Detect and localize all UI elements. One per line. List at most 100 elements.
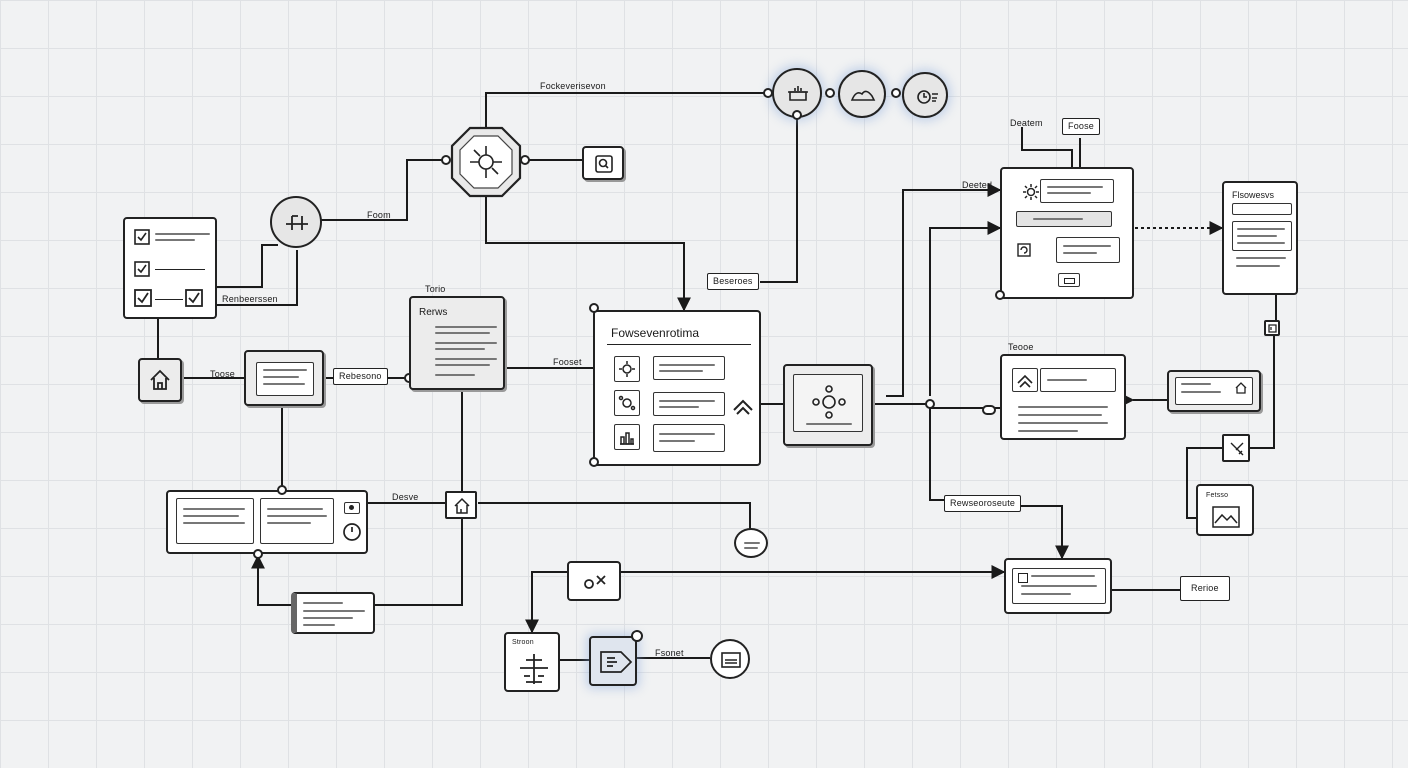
home-node[interactable]	[138, 358, 182, 402]
document-panel-title: Rerws	[419, 307, 448, 318]
small-toggle-node[interactable]	[1264, 320, 1280, 336]
main-panel-title: Fowsevenrotima	[611, 326, 700, 340]
square-bullet-icon	[1018, 573, 1028, 583]
far-right-form-card[interactable]: Flsowesvs	[1222, 181, 1298, 295]
text-line	[1063, 252, 1097, 254]
text-line	[303, 624, 335, 626]
connector-dot	[925, 399, 935, 409]
bottom-right-card[interactable]	[1004, 558, 1112, 614]
link-node[interactable]	[567, 561, 621, 601]
search-badge-icon	[595, 155, 613, 173]
image-card[interactable]: Fetsso	[1196, 484, 1254, 536]
lower-left-card[interactable]	[166, 490, 368, 554]
connector-dot	[792, 110, 802, 120]
refresh-icon[interactable]	[1017, 243, 1031, 257]
text-line	[303, 602, 343, 604]
home-icon	[148, 368, 172, 392]
checkbox-icon[interactable]	[134, 261, 150, 277]
connector-dot	[891, 88, 901, 98]
divider	[155, 269, 205, 270]
bottom-right-tag[interactable]: Rerioe	[1180, 576, 1230, 601]
settings-mini-card[interactable]	[582, 146, 624, 180]
checkbox-icon[interactable]	[185, 289, 203, 307]
arrow-tag-node[interactable]	[589, 636, 637, 686]
right-link-label: Deeted	[962, 180, 993, 190]
clock-icon[interactable]	[342, 522, 362, 542]
form-field[interactable]	[1232, 203, 1292, 215]
chevron-icon-box	[1012, 368, 1038, 392]
document-panel[interactable]: Rerws	[409, 296, 505, 390]
network-hub-icon	[618, 394, 636, 412]
inner-text-field	[176, 498, 254, 544]
chevron-up-icon	[1016, 371, 1034, 389]
text-line	[1018, 430, 1078, 432]
form-field[interactable]	[1040, 368, 1116, 392]
checklist-card[interactable]	[123, 217, 217, 319]
calculator-icon	[516, 650, 552, 688]
cassette-icon	[721, 652, 741, 668]
preview-inner	[1175, 377, 1253, 405]
timer-node[interactable]	[902, 72, 948, 118]
text-line	[1047, 192, 1091, 194]
connector-dot	[631, 630, 643, 642]
cassette-node[interactable]	[710, 639, 750, 679]
text-line	[659, 433, 715, 435]
bottom-left-note[interactable]	[291, 592, 375, 634]
lower-right-tag[interactable]: Rewseoroseute	[944, 495, 1022, 512]
mid-right-card[interactable]	[1000, 354, 1126, 440]
checkbox-icon[interactable]	[134, 289, 152, 307]
hub-card[interactable]	[783, 364, 873, 446]
text-line	[1236, 257, 1286, 259]
settings-form-card[interactable]	[1000, 167, 1134, 299]
form-field[interactable]	[1040, 179, 1114, 203]
text-line	[1047, 379, 1087, 381]
text-line	[1047, 186, 1103, 188]
text-line	[435, 332, 490, 334]
checkbox-icon[interactable]	[134, 229, 150, 245]
text-line	[435, 326, 497, 328]
connector-dot	[589, 303, 599, 313]
text-line	[1018, 406, 1108, 408]
rebesono-tag[interactable]: Rebesono	[333, 368, 388, 385]
form-field[interactable]	[1232, 221, 1292, 251]
text-line	[263, 383, 305, 385]
valve-node[interactable]	[270, 196, 322, 248]
text-line	[1021, 585, 1097, 587]
gear-icon	[618, 360, 636, 378]
text-line	[263, 369, 307, 371]
main-panel[interactable]: Fowsevenrotima	[593, 310, 761, 466]
chart-row-icon-box	[614, 424, 640, 450]
chevron-up-icon[interactable]	[731, 394, 755, 418]
top-connector-label: Fockeverisevon	[540, 81, 606, 91]
row-text-box	[653, 356, 725, 380]
image-preview-card[interactable]	[1167, 370, 1261, 412]
bell-node[interactable]	[734, 528, 768, 558]
calculator-node[interactable]: Stroon	[504, 632, 560, 692]
scissors-node[interactable]	[1222, 434, 1250, 462]
text-line	[183, 508, 245, 510]
form-field[interactable]	[1056, 237, 1120, 263]
valve-icon	[284, 210, 310, 236]
selected-field[interactable]	[1016, 211, 1112, 227]
gear-row-icon-box	[614, 356, 640, 382]
cloud-node[interactable]	[838, 70, 886, 118]
mini-button[interactable]	[1058, 273, 1080, 287]
cooking-pot-node[interactable]	[772, 68, 822, 118]
left-text-card[interactable]	[244, 350, 324, 406]
text-line	[183, 515, 239, 517]
octagon-hub-node[interactable]	[448, 124, 524, 200]
inner-text-field	[256, 362, 314, 396]
text-line	[435, 374, 475, 376]
scissors-icon	[1228, 440, 1246, 458]
text-line	[435, 348, 485, 350]
inner-text-field	[1012, 568, 1106, 604]
gear-icon	[1022, 183, 1040, 201]
status-tag[interactable]: Beseroes	[707, 273, 759, 290]
home-small-node[interactable]	[445, 491, 477, 519]
network-hub-icon	[812, 385, 846, 419]
doc-panel-top-label: Torio	[425, 284, 446, 294]
top-right-tag[interactable]: Foose	[1062, 118, 1101, 135]
cooking-pot-icon	[786, 82, 810, 106]
text-line	[1237, 242, 1285, 244]
